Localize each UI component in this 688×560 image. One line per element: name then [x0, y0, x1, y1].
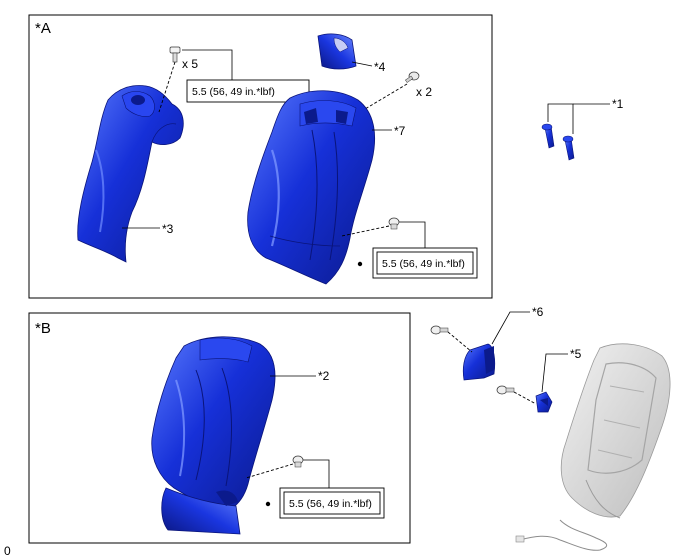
panel-b: *B *2 5.5 (56, 49 in.*lbf): [28, 312, 411, 544]
panel-a-frame: [28, 14, 493, 299]
bolt-quantity-a: x 5: [182, 57, 198, 71]
panel-b-frame: [28, 312, 411, 544]
torque-box-b-bottom: 5.5 (56, 49 in.*lbf): [279, 487, 385, 519]
callout-2: *2: [318, 369, 330, 383]
bolt-icon: [430, 325, 449, 335]
callout-4: *4: [374, 60, 386, 74]
seat-frame: [515, 343, 671, 551]
clip-icon: [388, 217, 400, 230]
panel-b-label: *B: [35, 320, 51, 337]
callout-7: *7: [394, 124, 406, 138]
svg-text:5.5 (56, 49 in.*lbf): 5.5 (56, 49 in.*lbf): [192, 86, 275, 98]
part-2-seatback-cover: [151, 336, 276, 535]
part-3-side-cover: [77, 85, 184, 263]
callout-5: *5: [570, 347, 582, 361]
part-5-hook: [535, 391, 553, 413]
torque-bullet-icon: [265, 501, 271, 507]
part-7-seatback-pad: [247, 90, 375, 285]
panel-a: *A x 5 5.5 (56, 49 in.*lbf) *4: [28, 14, 493, 299]
svg-text:5.5 (56, 49 in.*lbf): 5.5 (56, 49 in.*lbf): [289, 498, 372, 510]
clip-icon: [292, 455, 304, 468]
torque-box-a-top: 5.5 (56, 49 in.*lbf): [186, 79, 310, 103]
footer-code: 0: [4, 544, 11, 558]
screw-icon: [405, 71, 420, 83]
panel-a-label: *A: [35, 20, 51, 37]
svg-text:5.5 (56, 49 in.*lbf): 5.5 (56, 49 in.*lbf): [382, 258, 465, 270]
bolt-icon: [169, 46, 181, 63]
callout-1: *1: [612, 97, 624, 111]
part-4-bracket: [317, 33, 357, 70]
callout-6: *6: [532, 305, 544, 319]
bolt-icon: [496, 385, 515, 395]
torque-box-a-bottom: 5.5 (56, 49 in.*lbf): [372, 247, 478, 279]
part-1-pins: [541, 123, 575, 161]
screw-quantity-a: x 2: [416, 85, 432, 99]
part-6-bracket: [462, 343, 496, 381]
callout-3: *3: [162, 222, 174, 236]
torque-bullet-icon: [357, 261, 363, 267]
